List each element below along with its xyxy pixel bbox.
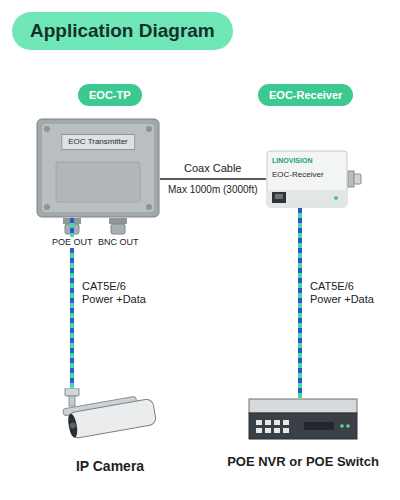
ip-camera-outline-part: [65, 388, 79, 396]
section-label: EOC-TP: [89, 88, 131, 102]
diagram-title: Application Diagram: [12, 12, 233, 50]
eoc-transmitter-outline-part: [37, 119, 159, 217]
nvr-switch-outline-part: [346, 424, 350, 428]
ip-camera-outline-part: [69, 396, 75, 406]
nvr-switch-outline-part: [249, 399, 357, 413]
eoc-transmitter-outline-part: [44, 204, 50, 210]
eoc-receiver-outline-part: [272, 192, 286, 203]
nvr-switch-outline: [248, 398, 358, 440]
bnc-barrel: [354, 174, 361, 184]
cable-gland: [109, 218, 127, 234]
network-cable: [300, 208, 301, 398]
cable-label: Coax Cable: [182, 161, 243, 176]
cable-line: [160, 178, 266, 180]
device-name: EOC-Receiver: [272, 170, 324, 180]
cable-label: CAT5E/6 Power +Data: [80, 279, 156, 307]
nvr-switch-outline-part: [249, 413, 357, 439]
ip-camera-outline-part-part: [67, 413, 79, 438]
device-label: IP Camera: [76, 458, 144, 474]
eoc-receiver-outline-part: [275, 194, 283, 199]
nvr-switch-outline-part: [274, 420, 280, 425]
port-label: POE OUT: [51, 237, 94, 248]
bnc-connector: [348, 171, 361, 187]
nvr-switch-outline-part: [265, 420, 271, 425]
plate-text: EOC Transmitter: [61, 134, 135, 150]
section-pill: EOC-TP: [78, 84, 142, 106]
distance-note: Max 1000m (3000ft): [167, 184, 259, 196]
nvr-switch-outline-part: [274, 428, 280, 433]
eoc-transmitter-outline-part: [44, 126, 50, 132]
eoc-transmitter-outline-part: [146, 204, 152, 210]
coax-cable: [160, 179, 266, 180]
section-label: EOC-Receiver: [269, 88, 342, 102]
bnc-base: [348, 171, 354, 187]
eoc-receiver-outline-part: [267, 190, 347, 207]
ip-camera-outline-part-part: [69, 422, 76, 429]
eoc-transmitter: EOC Transmitter: [36, 118, 160, 218]
nvr-switch-outline-part: [265, 428, 271, 433]
ip-camera-outline-part: [63, 393, 157, 439]
device-label: POE NVR or POE Switch: [227, 454, 379, 469]
nvr-switch-outline-part: [256, 428, 262, 433]
section-pill: EOC-Receiver: [258, 84, 353, 106]
cable-stripe: [298, 208, 302, 398]
nvr-switch-outline-part: [304, 422, 334, 430]
cable-label: CAT5E/6 Power +Data: [308, 279, 384, 307]
gland-cap: [111, 224, 125, 234]
ip-camera-outline-part-part: [68, 398, 157, 439]
ip-camera: IP Camera: [55, 388, 165, 450]
eoc-receiver: LINOVISION EOC-Receiver: [266, 150, 348, 208]
port-label: BNC OUT: [97, 237, 140, 248]
nvr-switch-outline-part: [340, 424, 344, 428]
eoc-receiver-outline-part: [267, 151, 347, 207]
cable-core: [298, 208, 302, 398]
nvr-switch-outline-part: [283, 420, 289, 425]
eoc-transmitter-outline-part: [42, 124, 154, 212]
nvr-switch-outline-part: [256, 420, 262, 425]
nvr-switch: POE NVR or POE Switch: [248, 398, 358, 440]
ip-camera-outline: [55, 388, 165, 450]
eoc-transmitter-outline-part: [146, 126, 152, 132]
eoc-receiver-outline-part: [334, 196, 338, 200]
eoc-transmitter-outline-part: [56, 162, 140, 202]
nvr-switch-outline-part: [283, 428, 289, 433]
eoc-transmitter-outline: [36, 118, 160, 218]
gland-nut: [109, 218, 127, 224]
brand-text: LINOVISION: [272, 156, 312, 165]
